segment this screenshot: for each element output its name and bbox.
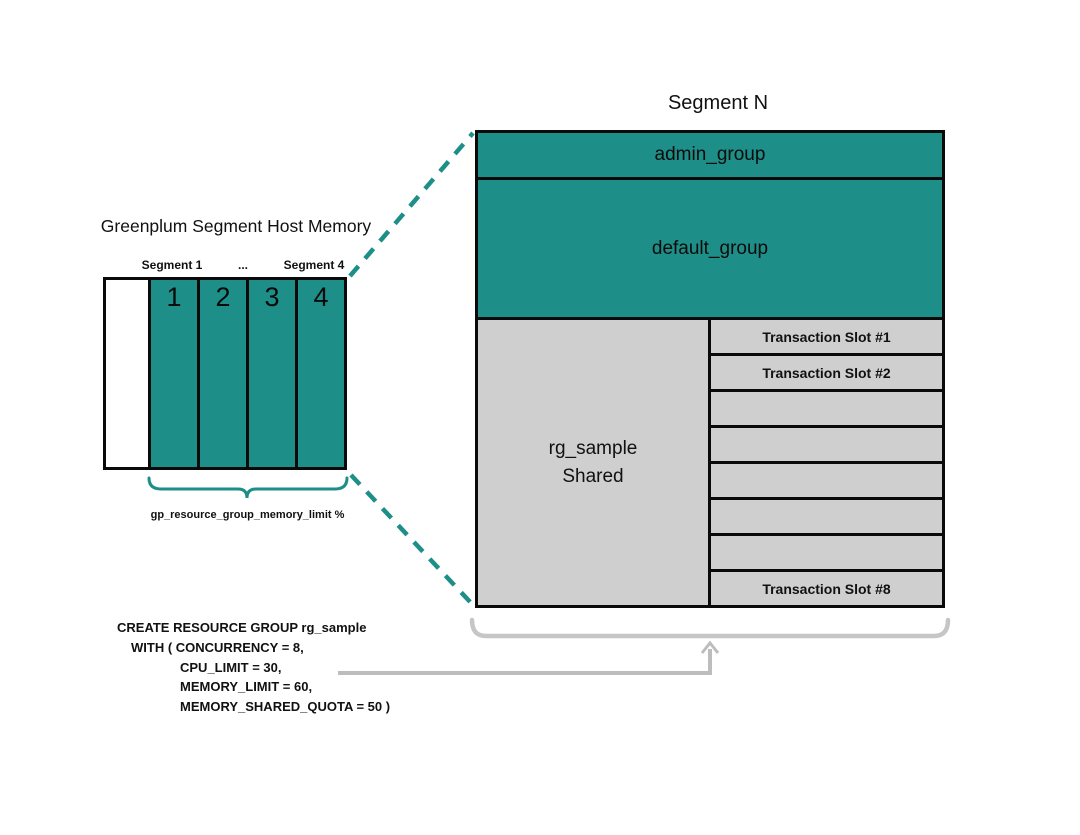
dashed-connector-bottom [349, 473, 475, 607]
create-statement-arrow-head [700, 640, 720, 654]
dashed-connector-top [348, 131, 475, 278]
create-resource-group-statement: CREATE RESOURCE GROUP rg_sample WITH ( C… [117, 618, 390, 717]
admin-group-section: admin_group [478, 133, 942, 180]
segment-1-label: Segment 1 [141, 258, 203, 272]
code-line-3: CPU_LIMIT = 30, [180, 659, 282, 675]
segment-ellipsis-label: ... [237, 258, 248, 272]
transaction-slots-column: Transaction Slot #1 Transaction Slot #2 … [711, 320, 942, 605]
transaction-slot-8: Transaction Slot #8 [711, 569, 942, 605]
default-group-section: default_group [478, 180, 942, 320]
code-line-1: CREATE RESOURCE GROUP rg_sample [117, 620, 367, 635]
segment-n-title: Segment N [667, 92, 769, 114]
transaction-slot-5 [711, 461, 942, 497]
segment-n-box: admin_group default_group rg_sample Shar… [475, 130, 945, 608]
host-memory-free-column [106, 280, 148, 467]
transaction-slot-2: Transaction Slot #2 [711, 353, 942, 389]
segment-cell-3: 3 [246, 280, 295, 467]
transaction-slot-1: Transaction Slot #1 [711, 320, 942, 353]
rg-sample-shared-region: rg_sample Shared [478, 320, 711, 605]
host-memory-box: 1 2 3 4 [103, 277, 347, 470]
segment-cell-2: 2 [197, 280, 246, 467]
transaction-slot-7 [711, 533, 942, 569]
memory-limit-caption: gp_resource_group_memory_limit % [150, 509, 345, 521]
transaction-slot-6 [711, 497, 942, 533]
segment-4-label: Segment 4 [283, 258, 345, 272]
segment-cell-4: 4 [295, 280, 344, 467]
rg-sample-section: rg_sample Shared Transaction Slot #1 Tra… [478, 320, 942, 605]
memory-limit-brace [147, 476, 349, 499]
code-line-2: WITH ( CONCURRENCY = 8, [131, 639, 304, 655]
code-line-5: MEMORY_SHARED_QUOTA = 50 ) [180, 699, 391, 715]
transaction-slot-3 [711, 389, 942, 425]
create-statement-arrow-line [338, 649, 712, 675]
rg-sample-label: rg_sample [548, 437, 638, 459]
left-panel-title: Greenplum Segment Host Memory [100, 216, 372, 236]
segment-cell-1: 1 [148, 280, 197, 467]
transaction-slot-4 [711, 425, 942, 461]
code-line-4: MEMORY_LIMIT = 60, [180, 679, 313, 695]
resource-group-bracket [469, 617, 951, 639]
shared-label: Shared [562, 465, 624, 487]
